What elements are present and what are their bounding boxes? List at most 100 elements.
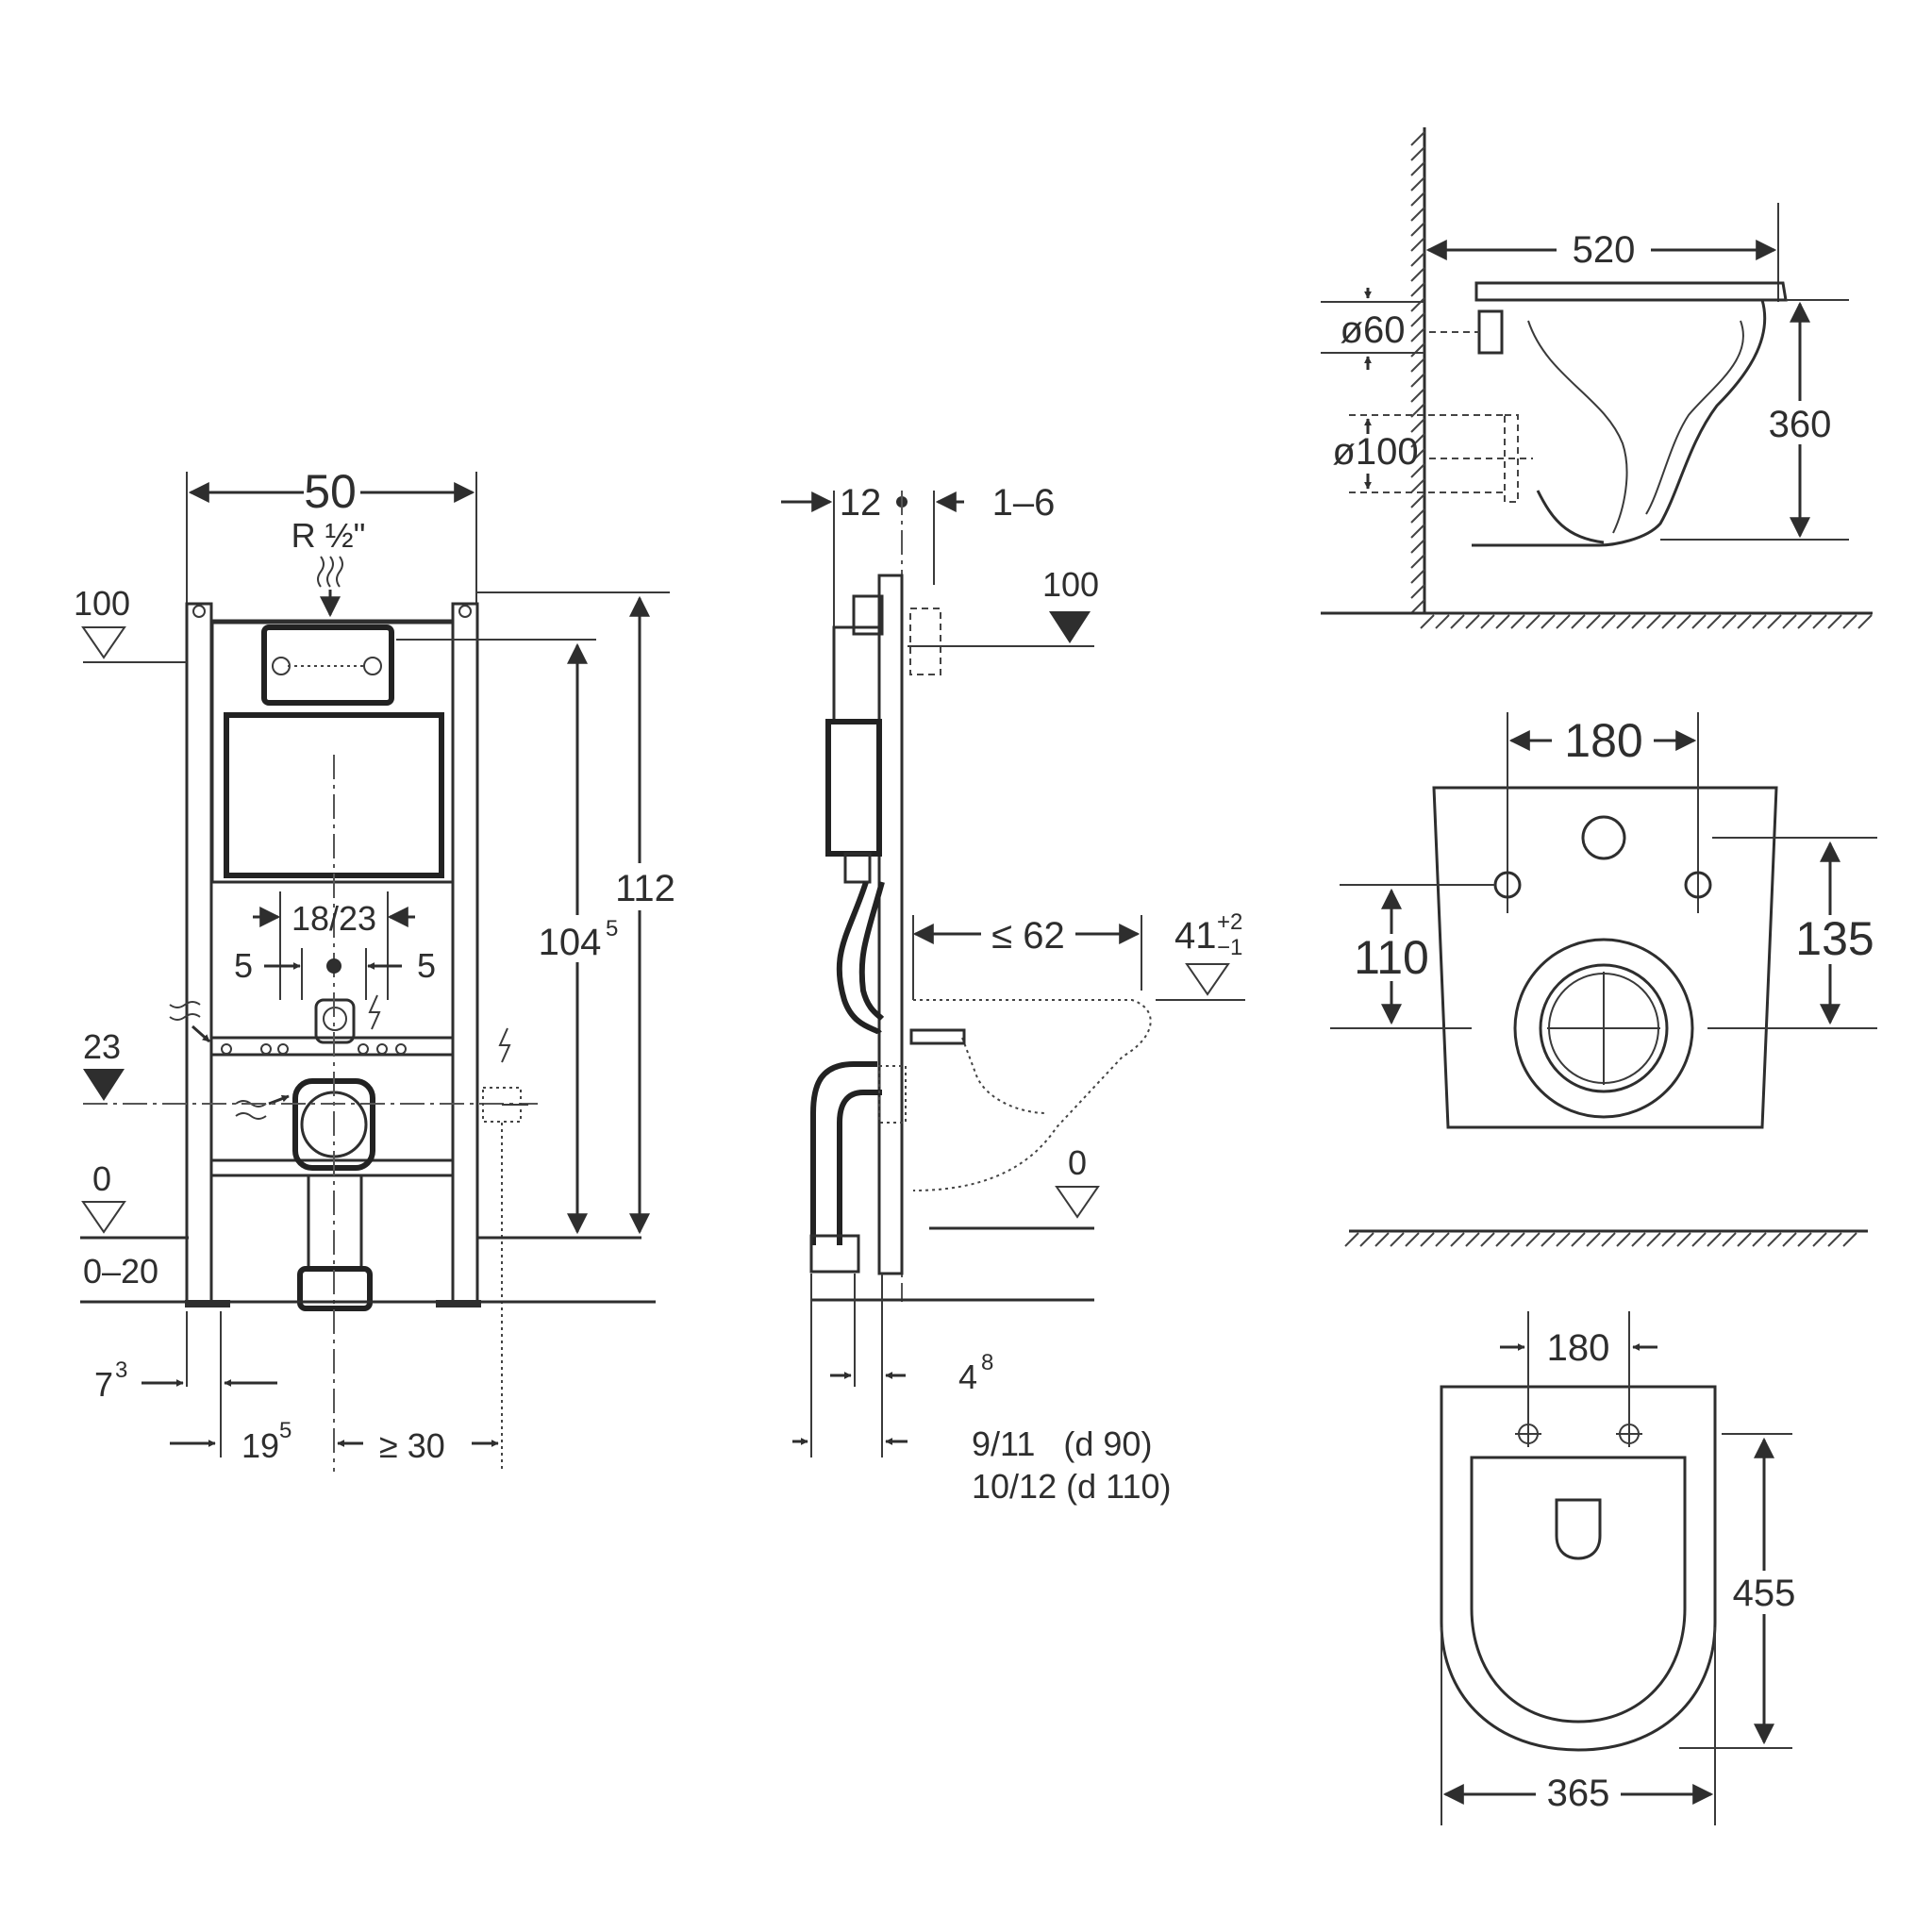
hatch-line — [1420, 614, 1435, 629]
hatch-line — [1646, 1232, 1661, 1247]
hatch-line — [1410, 222, 1425, 237]
hatch-line — [1842, 614, 1857, 629]
hatch-line — [1410, 327, 1425, 342]
hatch-line — [1812, 614, 1827, 629]
side-dim-bottom-1-label: 4 — [958, 1357, 977, 1396]
hatch-line — [1344, 1232, 1359, 1247]
bottom-right-label: ≥ 30 — [379, 1426, 445, 1465]
hatch-line — [1410, 161, 1425, 176]
side-dim-1-6-label: 1–6 — [992, 482, 1056, 524]
hatch-line — [1541, 1232, 1556, 1247]
hatch-line — [1410, 237, 1425, 252]
hatch-line — [1752, 1232, 1767, 1247]
hatch-line — [1525, 614, 1541, 629]
side-dim-bottom-2-label: 9/11 (d 90) — [972, 1424, 1152, 1463]
top-bolt-spacing-label: 180 — [1547, 1327, 1610, 1369]
hatch-line — [1691, 614, 1707, 629]
hatch-line — [1661, 1232, 1676, 1247]
hatch-line — [1410, 478, 1425, 493]
outlet-diameter-label: ø100 — [1332, 431, 1418, 473]
hatch-line — [1450, 614, 1465, 629]
top-length-label: 455 — [1733, 1573, 1796, 1614]
hatch-line — [1410, 539, 1425, 554]
hatch-line — [1410, 267, 1425, 282]
bowl-top-view: 180 455 365 — [1440, 1311, 1804, 1825]
seat-tol-minus: −1 — [1217, 935, 1242, 960]
hatch-line — [1631, 1232, 1646, 1247]
hatch-line — [1752, 614, 1767, 629]
hatch-line — [1737, 614, 1752, 629]
hatch-line — [1410, 524, 1425, 539]
floor-hatch-back — [1344, 1232, 1857, 1247]
water-supply-icon — [169, 1001, 201, 1021]
hatch-line — [1737, 1232, 1752, 1247]
hatch-line — [1842, 1232, 1857, 1247]
level-100-label: 100 — [74, 584, 130, 623]
side-dim-bottom-1-sup: 8 — [981, 1350, 993, 1375]
wall-hatch — [1410, 131, 1425, 614]
hatch-line — [1405, 1232, 1420, 1247]
hatch-line — [1812, 1232, 1827, 1247]
mounting-bolts — [221, 1043, 407, 1055]
hatch-line — [1410, 176, 1425, 192]
hatch-line — [1410, 342, 1425, 358]
hatch-line — [1676, 614, 1691, 629]
hatch-line — [1410, 388, 1425, 403]
side-dim-bottom-3-label: 10/12 (d 110) — [972, 1467, 1171, 1506]
height-inner-sup: 5 — [606, 916, 618, 941]
hatch-line — [1691, 1232, 1707, 1247]
electric-icon — [368, 994, 381, 1030]
hatch-line — [1410, 433, 1425, 448]
hatch-line — [1556, 1232, 1571, 1247]
top-width-label: 365 — [1547, 1773, 1610, 1814]
hatch-line — [1480, 1232, 1495, 1247]
hatch-line — [1410, 146, 1425, 161]
hatch-line — [1410, 569, 1425, 584]
hatch-line — [1782, 1232, 1797, 1247]
hatch-line — [1465, 1232, 1480, 1247]
connection-label: R ½" — [291, 516, 366, 555]
hatch-line — [1390, 1232, 1405, 1247]
height-total-label: 112 — [615, 868, 675, 909]
hatch-line — [1410, 403, 1425, 418]
seat-tol-plus: +2 — [1217, 909, 1242, 935]
hatch-line — [1374, 1232, 1390, 1247]
height-inner-label: 104 — [539, 922, 602, 963]
hatch-line — [1676, 1232, 1691, 1247]
hatch-line — [1857, 614, 1873, 629]
floor-hatch — [1420, 614, 1873, 629]
frame-width-label: 50 — [304, 465, 357, 518]
hatch-line — [1410, 554, 1425, 569]
side-dim-12-label: 12 — [840, 482, 882, 524]
hatch-line — [1616, 1232, 1631, 1247]
hatch-line — [1571, 614, 1586, 629]
hatch-line — [1410, 373, 1425, 388]
offset-right-label: 5 — [417, 946, 436, 985]
hatch-line — [1707, 1232, 1722, 1247]
hatch-line — [1586, 1232, 1601, 1247]
hatch-line — [1767, 614, 1782, 629]
hatch-line — [1410, 599, 1425, 614]
hatch-line — [1410, 493, 1425, 508]
floor-range-label: 0–20 — [83, 1252, 158, 1291]
hatch-line — [1601, 1232, 1616, 1247]
level-23-label: 23 — [83, 1027, 121, 1066]
hatch-line — [1410, 131, 1425, 146]
hatch-line — [1410, 252, 1425, 267]
hatch-line — [1410, 192, 1425, 207]
hatch-line — [1571, 1232, 1586, 1247]
offset-left-label: 5 — [234, 946, 253, 985]
hatch-line — [1410, 508, 1425, 524]
level-0-label: 0 — [92, 1159, 111, 1198]
water-icon — [317, 556, 343, 588]
side-level-100-label: 100 — [1042, 565, 1099, 604]
hatch-line — [1510, 1232, 1525, 1247]
side-level-0-label: 0 — [1068, 1143, 1087, 1182]
hatch-line — [1722, 614, 1737, 629]
hatch-line — [1410, 358, 1425, 373]
hatch-line — [1601, 614, 1616, 629]
back-inlet-height-label: 135 — [1795, 912, 1874, 965]
seat-height-label: 41 — [1174, 915, 1217, 957]
hatch-line — [1631, 614, 1646, 629]
hatch-line — [1359, 1232, 1374, 1247]
